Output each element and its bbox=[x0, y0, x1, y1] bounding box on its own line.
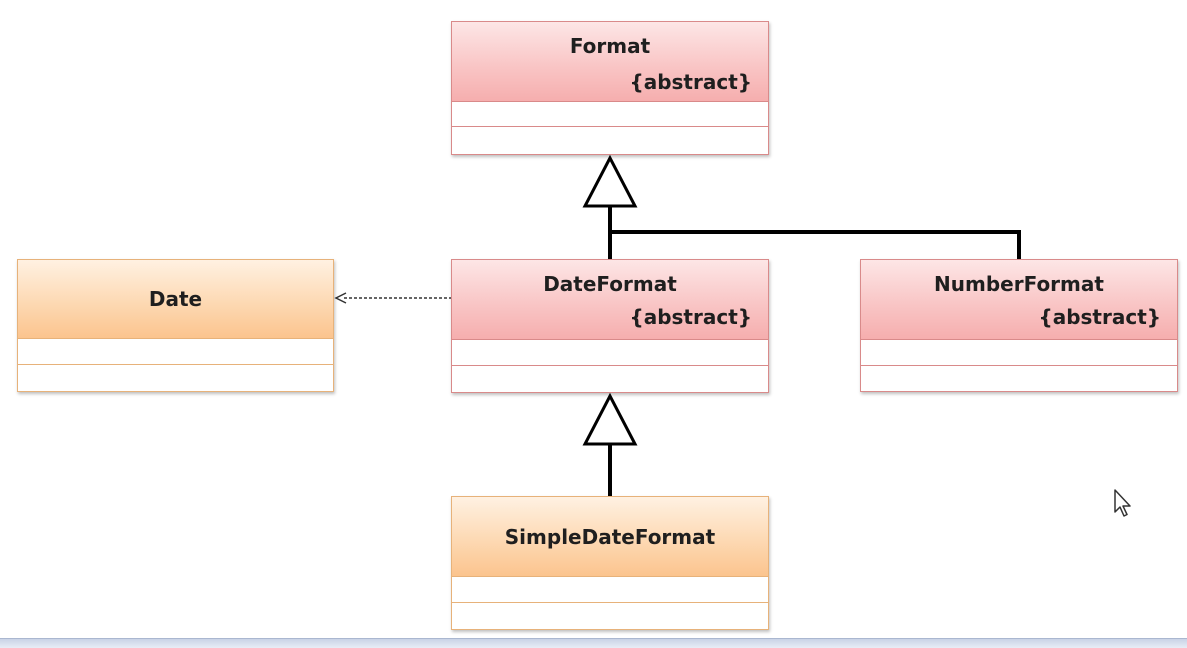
operations-compartment bbox=[18, 365, 333, 390]
generalization-arrowhead-icon bbox=[582, 154, 638, 208]
class-name: Date bbox=[148, 287, 203, 311]
mouse-pointer-icon bbox=[1114, 489, 1131, 517]
class-header: Format {abstract} bbox=[452, 22, 768, 102]
operations-compartment bbox=[452, 366, 768, 391]
dependency-dateformat-to-date bbox=[334, 292, 452, 304]
class-header: NumberFormat {abstract} bbox=[861, 260, 1177, 340]
class-stereotype: {abstract} bbox=[1038, 305, 1161, 329]
class-name: DateFormat bbox=[543, 272, 677, 296]
class-dateformat[interactable]: DateFormat {abstract} bbox=[451, 259, 769, 393]
class-header: SimpleDateFormat bbox=[452, 497, 768, 577]
attributes-compartment bbox=[452, 340, 768, 366]
class-stereotype: {abstract} bbox=[629, 70, 752, 94]
class-date[interactable]: Date bbox=[17, 259, 334, 392]
class-stereotype: {abstract} bbox=[629, 305, 752, 329]
class-numberformat[interactable]: NumberFormat {abstract} bbox=[860, 259, 1178, 392]
dependency-arrowhead-icon bbox=[334, 292, 347, 304]
attributes-compartment bbox=[452, 102, 768, 127]
class-format[interactable]: Format {abstract} bbox=[451, 21, 769, 155]
operations-compartment bbox=[452, 127, 768, 153]
operations-compartment bbox=[452, 603, 768, 628]
class-name: SimpleDateFormat bbox=[504, 525, 716, 549]
generalization-to-dateformat bbox=[582, 392, 638, 498]
attributes-compartment bbox=[452, 577, 768, 603]
class-name: NumberFormat bbox=[934, 272, 1104, 296]
class-simpledateformat[interactable]: SimpleDateFormat bbox=[451, 496, 769, 630]
attributes-compartment bbox=[18, 339, 333, 365]
class-name: Format bbox=[569, 34, 651, 58]
class-header: Date bbox=[18, 260, 333, 339]
attributes-compartment bbox=[861, 340, 1177, 366]
numberformat-inheritance-line bbox=[610, 230, 1021, 260]
generalization-arrowhead-icon bbox=[582, 392, 638, 446]
class-header: DateFormat {abstract} bbox=[452, 260, 768, 340]
operations-compartment bbox=[861, 366, 1177, 390]
generalization-to-format bbox=[582, 154, 1021, 260]
window-bottom-edge bbox=[0, 638, 1187, 648]
